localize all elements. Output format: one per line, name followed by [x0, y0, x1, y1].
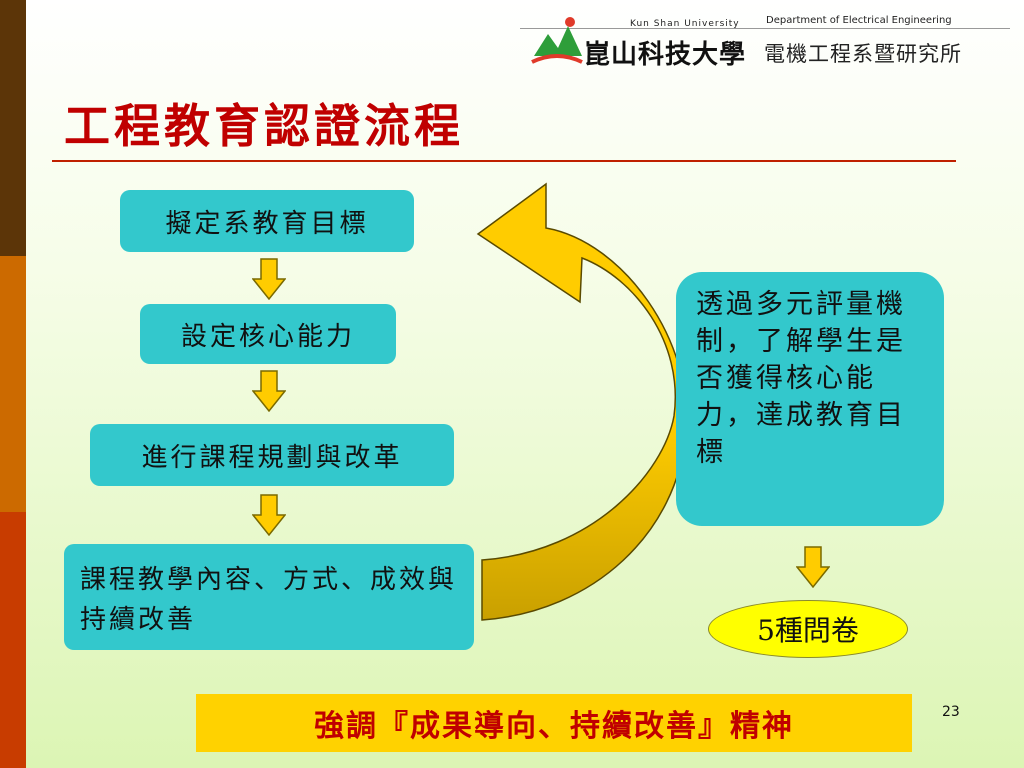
- survey-oval: 5種問卷: [708, 600, 908, 658]
- step-box-core-competencies: 設定核心能力: [140, 304, 396, 364]
- curved-feedback-arrow-icon: [476, 182, 688, 621]
- department-name-en: Department of Electrical Engineering: [766, 15, 952, 26]
- side-strip-top: [0, 0, 26, 256]
- assessment-box: 透過多元評量機制，了解學生是否獲得核心能力，達成教育目標: [676, 272, 944, 526]
- step-box-curriculum-planning: 進行課程規劃與改革: [90, 424, 454, 486]
- down-arrow-icon: [796, 546, 830, 588]
- page-number: 23: [942, 704, 960, 720]
- title-underline: [52, 160, 956, 162]
- university-header: Kun Shan University Department of Electr…: [520, 4, 1020, 74]
- slide-title: 工程教育認證流程: [64, 99, 464, 153]
- side-strip-middle: [0, 256, 26, 512]
- down-arrow-icon: [252, 370, 286, 412]
- emphasis-banner: 強調『成果導向、持續改善』精神: [196, 694, 912, 752]
- kun-shan-logo-icon: [531, 17, 583, 64]
- down-arrow-icon: [252, 258, 286, 300]
- down-arrow-icon: [252, 494, 286, 536]
- header-divider: [520, 28, 1010, 29]
- step-box-objectives: 擬定系教育目標: [120, 190, 414, 252]
- step-box-teaching-improvement: 課程教學內容、方式、成效與持續改善: [64, 544, 474, 650]
- university-name-zh: 崑山科技大學: [584, 40, 747, 70]
- side-strip-bottom: [0, 512, 26, 768]
- university-name-en: Kun Shan University: [630, 19, 740, 29]
- department-name-zh: 電機工程系暨研究所: [764, 42, 962, 66]
